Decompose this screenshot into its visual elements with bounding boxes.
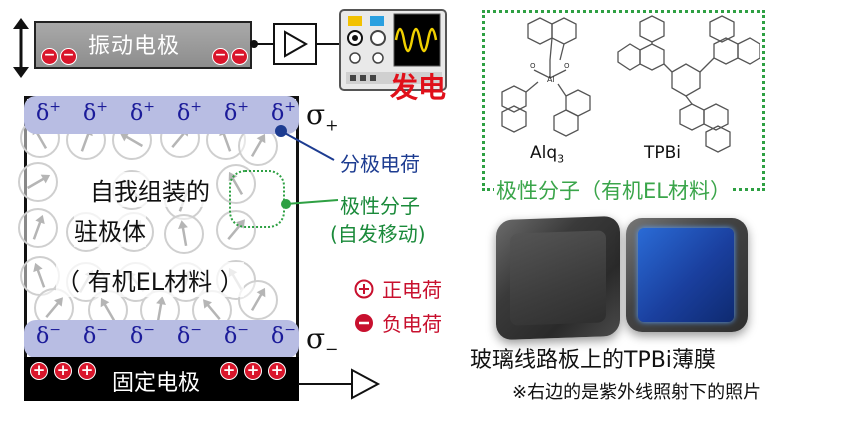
polar-molecule-caption: 极性分子（有机EL材料） [494,175,733,205]
legend-positive-label: 正电荷 [382,278,442,302]
positive-charge-icon [354,279,374,298]
sigma-plus-label: σ+ [306,98,339,135]
amplifier-circuit [250,23,352,65]
delta-minus: δ− [36,322,61,349]
positive-charge-icon: + [78,362,96,380]
delta-minus: δ− [177,322,202,349]
generation-label: 发电 [390,71,447,104]
delta-plus: δ+ [177,99,202,126]
vibration-arrow-icon [13,18,29,78]
polar-molecule-icon [18,208,58,248]
alq3-label: Alq3 [530,143,565,166]
oscilloscope-icon [339,9,447,91]
polar-molecule-icon [164,214,204,254]
delta-minus: δ− [83,322,108,349]
negative-charge-icon: − [41,48,58,65]
delta-plus: δ+ [130,99,155,126]
electret-label-line1: 自我组装的 [90,172,210,207]
polar-molecule-callout-line [281,199,339,209]
delta-plus: δ+ [271,99,296,126]
polar-molecule-label: 极性分子 [340,194,420,218]
positive-charge-icon: + [30,362,48,380]
alq3-structure-icon: Al O O [501,17,591,137]
delta-plus: δ+ [224,99,249,126]
negative-charge-icon [355,313,373,332]
polar-molecule-icon [238,280,278,320]
photo-caption: 玻璃线路板上的TPBi薄膜 [470,348,716,373]
negative-charge-icon: − [60,48,77,65]
bottom-delta-row: δ− δ− δ− δ− δ− δ− [36,322,296,356]
delta-plus: δ+ [36,99,61,126]
negative-charge-icon: − [231,48,248,65]
output-amplifier [298,368,381,400]
positive-charge-icon: + [244,362,262,380]
top-delta-row: δ+ δ+ δ+ δ+ δ+ δ+ [36,99,296,133]
delta-minus: δ− [271,322,296,349]
svg-text:O: O [564,62,570,70]
top-delta-band [24,96,299,134]
sigma-minus-label: σ− [306,322,339,359]
polar-molecule-icon [18,162,58,202]
electret-label-line2: 驻极体 [74,212,146,247]
tpbi-film-photo-visible [496,215,620,341]
polarization-charge-label: 分极电荷 [340,152,420,176]
vibrating-electrode-label: 振动电极 [88,34,181,59]
delta-minus: δ− [224,322,249,349]
photo-note: ※右边的是紫外线照射下的照片 [512,382,762,403]
fixed-electrode-label: 固定电极 [112,371,201,396]
self-moving-label: (自发移动) [330,222,426,246]
legend-negative-label: 负电荷 [382,312,442,336]
polarization-callout-line [275,125,335,161]
tpbi-label: TPBi [644,143,682,163]
vibrating-electrode: 振动电极 − − − − [34,21,252,69]
fixed-electrode: + + + 固定电极 + + + [24,357,299,401]
bottom-delta-band [24,320,299,358]
negative-charge-icon: − [212,48,229,65]
delta-plus: δ+ [83,99,108,126]
legend-negative: 负电荷 [354,308,442,337]
delta-minus: δ− [130,322,155,349]
electret-label-line3: （ 有机EL材料 ） [56,262,244,297]
positive-charge-icon: + [268,362,286,380]
legend-positive: 正电荷 [354,274,442,303]
positive-charge-icon: + [54,362,72,380]
amplifier-icon [351,368,381,400]
tpbi-structure-icon [617,15,760,153]
svg-text:O: O [530,62,536,70]
tpbi-film-photo-uv [626,218,748,332]
svg-text:Al: Al [547,75,555,84]
polar-molecule-highlight [229,170,285,228]
amplifier-icon [284,30,309,58]
positive-charge-icon: + [220,362,238,380]
